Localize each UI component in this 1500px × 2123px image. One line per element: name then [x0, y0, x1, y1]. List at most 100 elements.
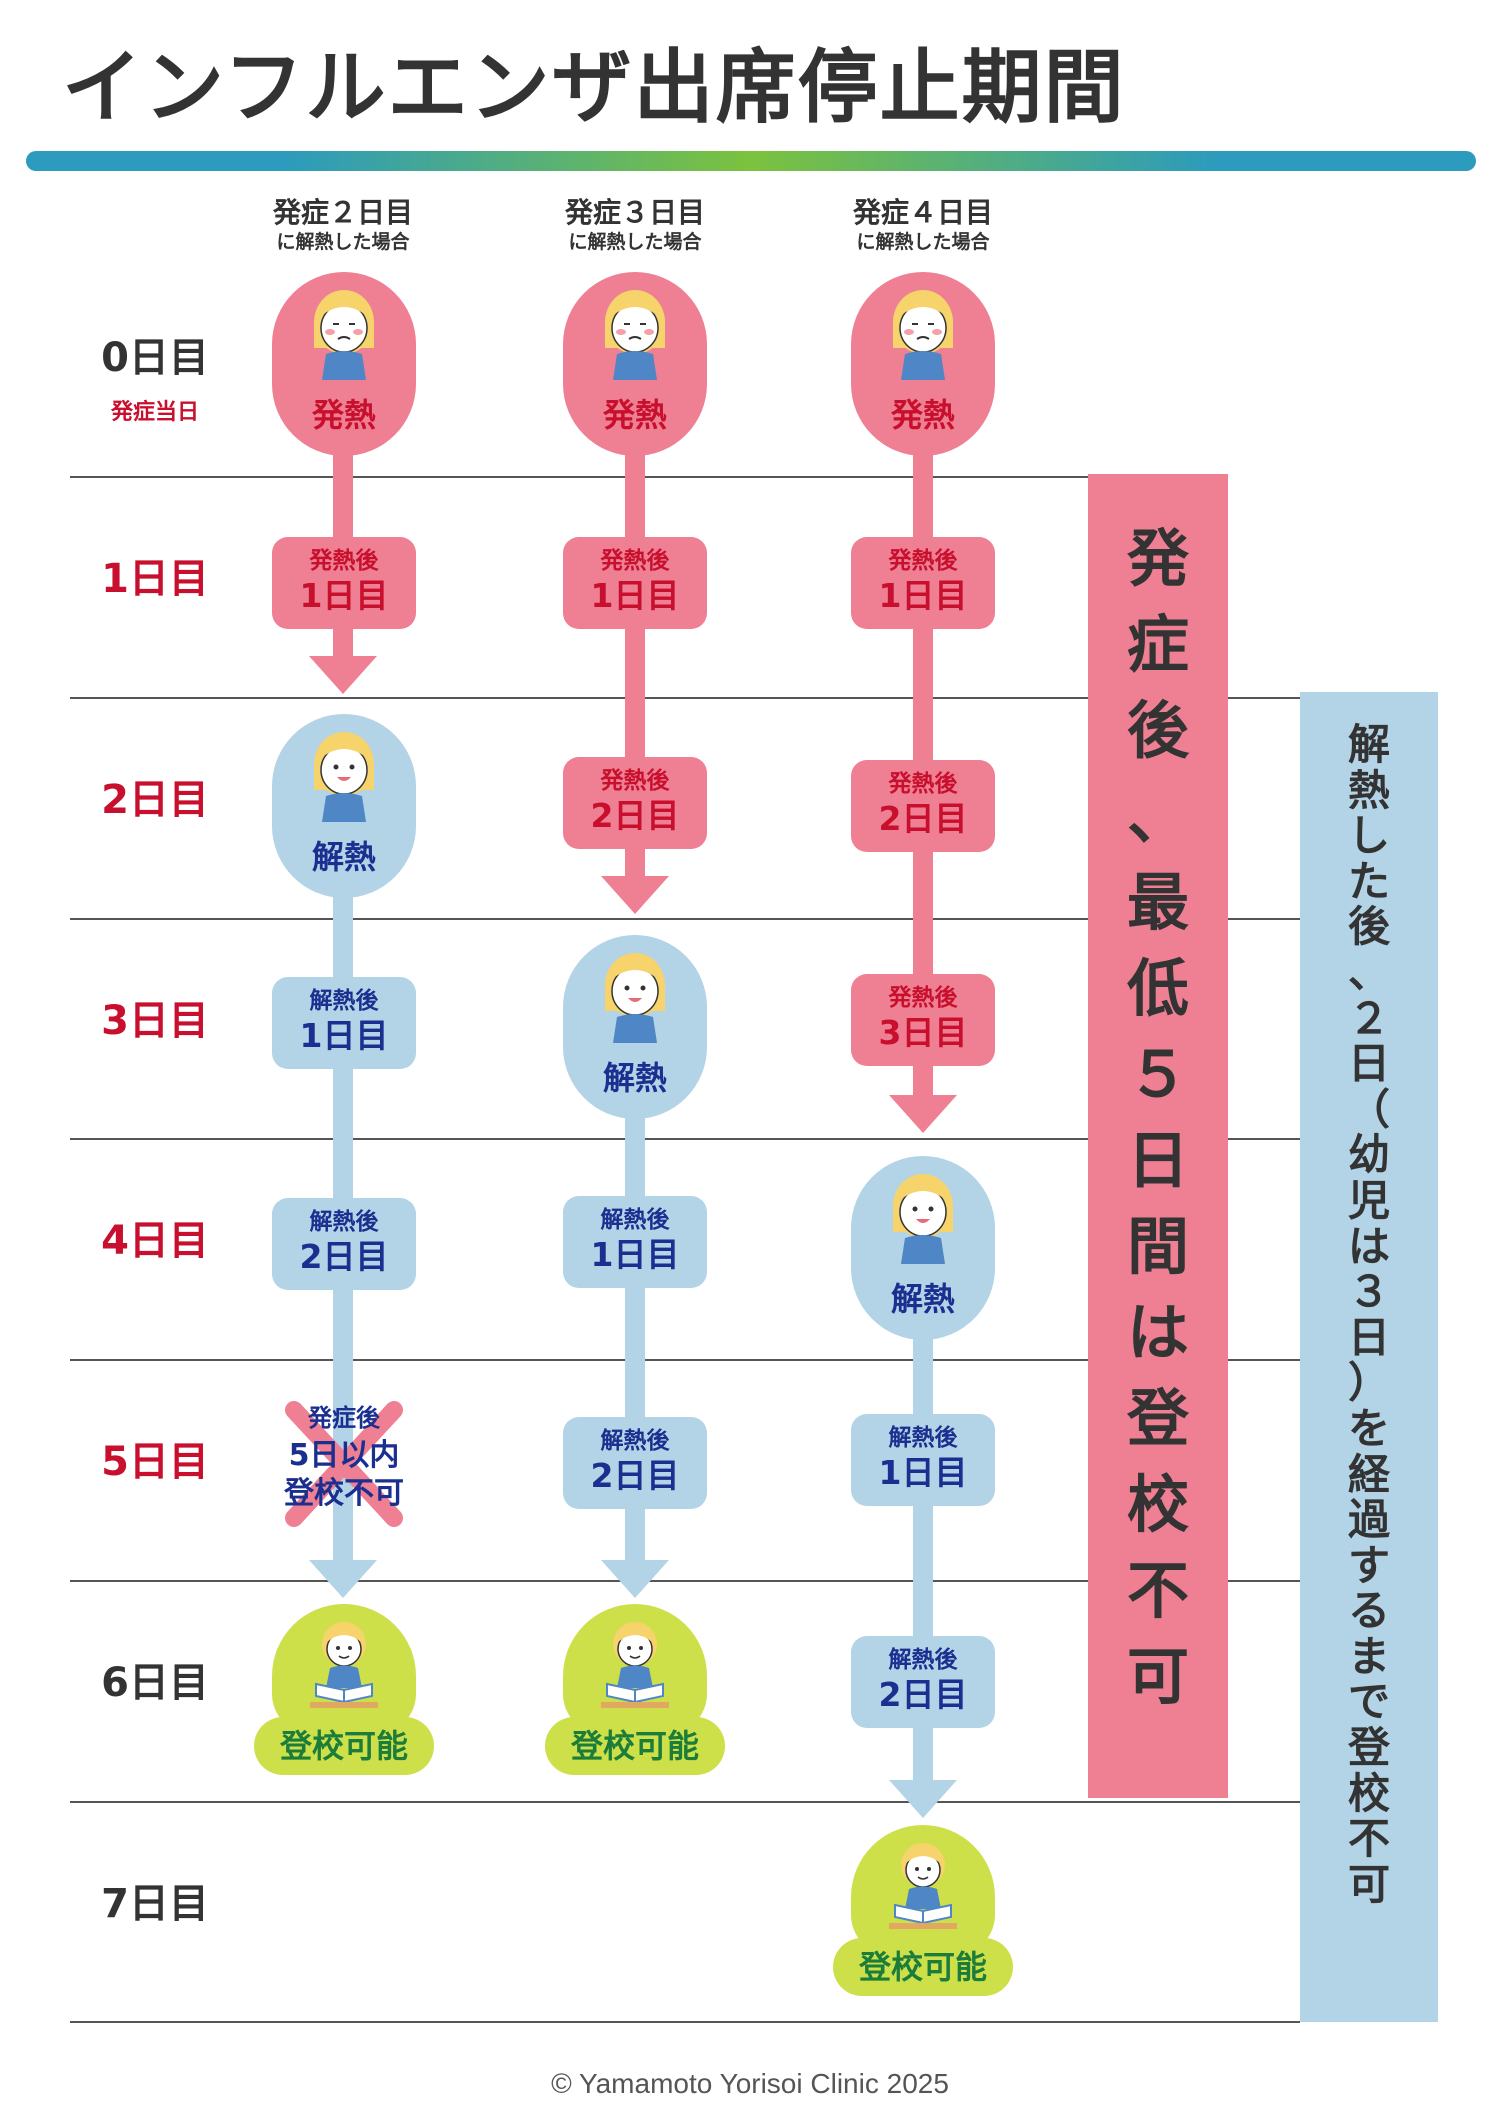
day-label-5: 5日目 — [101, 1439, 209, 1485]
day-label-1: 1日目 — [101, 556, 209, 602]
box-day: 2日目 — [299, 1237, 389, 1276]
recovered-girl-icon — [893, 1174, 953, 1264]
column-header-sub: に解熱した場合 — [276, 231, 410, 253]
box-day: 1日目 — [590, 1235, 680, 1274]
fever-day-box: 発熱後 2日目 — [563, 757, 707, 849]
sick-girl-icon — [314, 290, 374, 380]
arrow-head — [889, 1095, 957, 1133]
box-day: 2日目 — [590, 796, 680, 835]
box-day: 1日目 — [878, 1453, 968, 1492]
arrow-head — [601, 876, 669, 914]
recovered-label: 解熱 — [311, 838, 376, 876]
after-onset-text: 発症後 — [308, 1404, 380, 1432]
row-separator — [70, 2021, 1300, 2023]
box-caption: 発熱後 — [600, 768, 670, 794]
banner-char: 経 — [1347, 1449, 1390, 1499]
fever-day-box: 発熱後 2日目 — [851, 760, 995, 852]
within-5-days-text: 5日以内 — [288, 1438, 400, 1473]
banner-char: 後 — [1126, 694, 1189, 767]
no-school-notice: 発症後 5日以内 登校不可 — [272, 1396, 416, 1536]
box-caption: 解熱後 — [888, 1425, 958, 1451]
banner-char: す — [1347, 1540, 1390, 1590]
banner-char: 幼 — [1347, 1130, 1390, 1180]
school-ok-badge — [272, 1604, 416, 1734]
banner-char: 低 — [1126, 952, 1189, 1025]
sick-girl-icon — [893, 290, 953, 380]
studying-girl-icon — [889, 1843, 957, 1929]
box-day: 2日目 — [590, 1456, 680, 1495]
box-caption: 解熱後 — [309, 1209, 379, 1235]
recovered-girl-icon — [605, 953, 665, 1043]
box-day: 2日目 — [878, 799, 968, 838]
arrow-head — [309, 656, 377, 694]
banner-char: ５ — [1126, 1038, 1189, 1111]
banner-char: る — [1347, 1586, 1390, 1636]
fever-badge: 発熱 — [851, 272, 995, 456]
banner-char: 過 — [1347, 1495, 1390, 1545]
banner-char: 可 — [1347, 1859, 1390, 1909]
school-ok-badge — [563, 1604, 707, 1734]
row-separator — [70, 1138, 1300, 1140]
banner-char: 、 — [1347, 947, 1390, 997]
banner-char: 可 — [1126, 1640, 1189, 1713]
fever-label: 発熱 — [602, 396, 667, 434]
box-caption: 発熱後 — [600, 548, 670, 574]
banner-char: 不 — [1126, 1554, 1189, 1627]
banner-char: 解 — [1347, 720, 1390, 769]
recovered-label: 解熱 — [602, 1059, 667, 1097]
school-ok-badge — [851, 1825, 995, 1955]
banner-char: 間 — [1126, 1210, 1189, 1283]
column-header-sub: に解熱した場合 — [568, 231, 702, 253]
column-header-main: 発症４日目 — [852, 196, 993, 229]
banner-char: ま — [1347, 1631, 1390, 1681]
banner-char: 登 — [1347, 1723, 1390, 1773]
banner-char: 症 — [1126, 608, 1189, 681]
box-caption: 解熱後 — [600, 1207, 670, 1233]
banner-char: を — [1347, 1403, 1390, 1453]
day-label-0-sub: 発症当日 — [110, 400, 199, 425]
box-caption: 発熱後 — [888, 771, 958, 797]
banner-char: 最 — [1126, 866, 1189, 939]
recovered-badge: 解熱 — [851, 1156, 995, 1340]
copyright-footer: © Yamamoto Yorisoi Clinic 2025 — [551, 2068, 949, 2099]
fever-label: 発熱 — [890, 396, 955, 434]
box-caption: 解熱後 — [888, 1647, 958, 1673]
box-day: 2日目 — [878, 1675, 968, 1714]
banner-char: で — [1347, 1677, 1390, 1727]
box-caption: 解熱後 — [600, 1428, 670, 1454]
fever-badge: 発熱 — [272, 272, 416, 456]
recovered-badge: 解熱 — [272, 714, 416, 898]
arrow-head — [601, 1560, 669, 1598]
banner-char: 日 — [1347, 1312, 1390, 1362]
box-caption: 発熱後 — [888, 985, 958, 1011]
banner-char: ３ — [1347, 1267, 1390, 1317]
day-label-7: 7日目 — [101, 1881, 209, 1927]
recovery-day-box: 解熱後 2日目 — [563, 1417, 707, 1509]
box-day: 3日目 — [878, 1013, 968, 1052]
banner-char: 校 — [1347, 1768, 1390, 1818]
box-caption: 解熱後 — [309, 988, 379, 1014]
fever-label: 発熱 — [311, 396, 376, 434]
fever-day-box: 発熱後 1日目 — [851, 537, 995, 629]
recovery-day-box: 解熱後 1日目 — [272, 977, 416, 1069]
box-day: 1日目 — [878, 576, 968, 615]
banner-char: 日 — [1126, 1124, 1189, 1197]
column-header-main: 発症２日目 — [272, 196, 413, 229]
banner-char: た — [1347, 856, 1390, 906]
banner-char: は — [1126, 1296, 1189, 1369]
school-ok-label: 登校可能 — [833, 1938, 1013, 1996]
recovery-day-box: 解熱後 1日目 — [851, 1414, 995, 1506]
recovery-day-box: 解熱後 1日目 — [563, 1196, 707, 1288]
banner-char: 日 — [1347, 1039, 1390, 1089]
recovered-badge: 解熱 — [563, 935, 707, 1119]
school-ok-label: 登校可能 — [545, 1717, 725, 1775]
box-caption: 発熱後 — [888, 548, 958, 574]
banner-char: 登 — [1126, 1382, 1189, 1455]
banner-char: は — [1347, 1221, 1390, 1271]
arrow-head — [309, 1560, 377, 1598]
column-header-3: 発症４日目 に解熱した場合 — [813, 196, 1033, 254]
box-day: 1日目 — [590, 576, 680, 615]
